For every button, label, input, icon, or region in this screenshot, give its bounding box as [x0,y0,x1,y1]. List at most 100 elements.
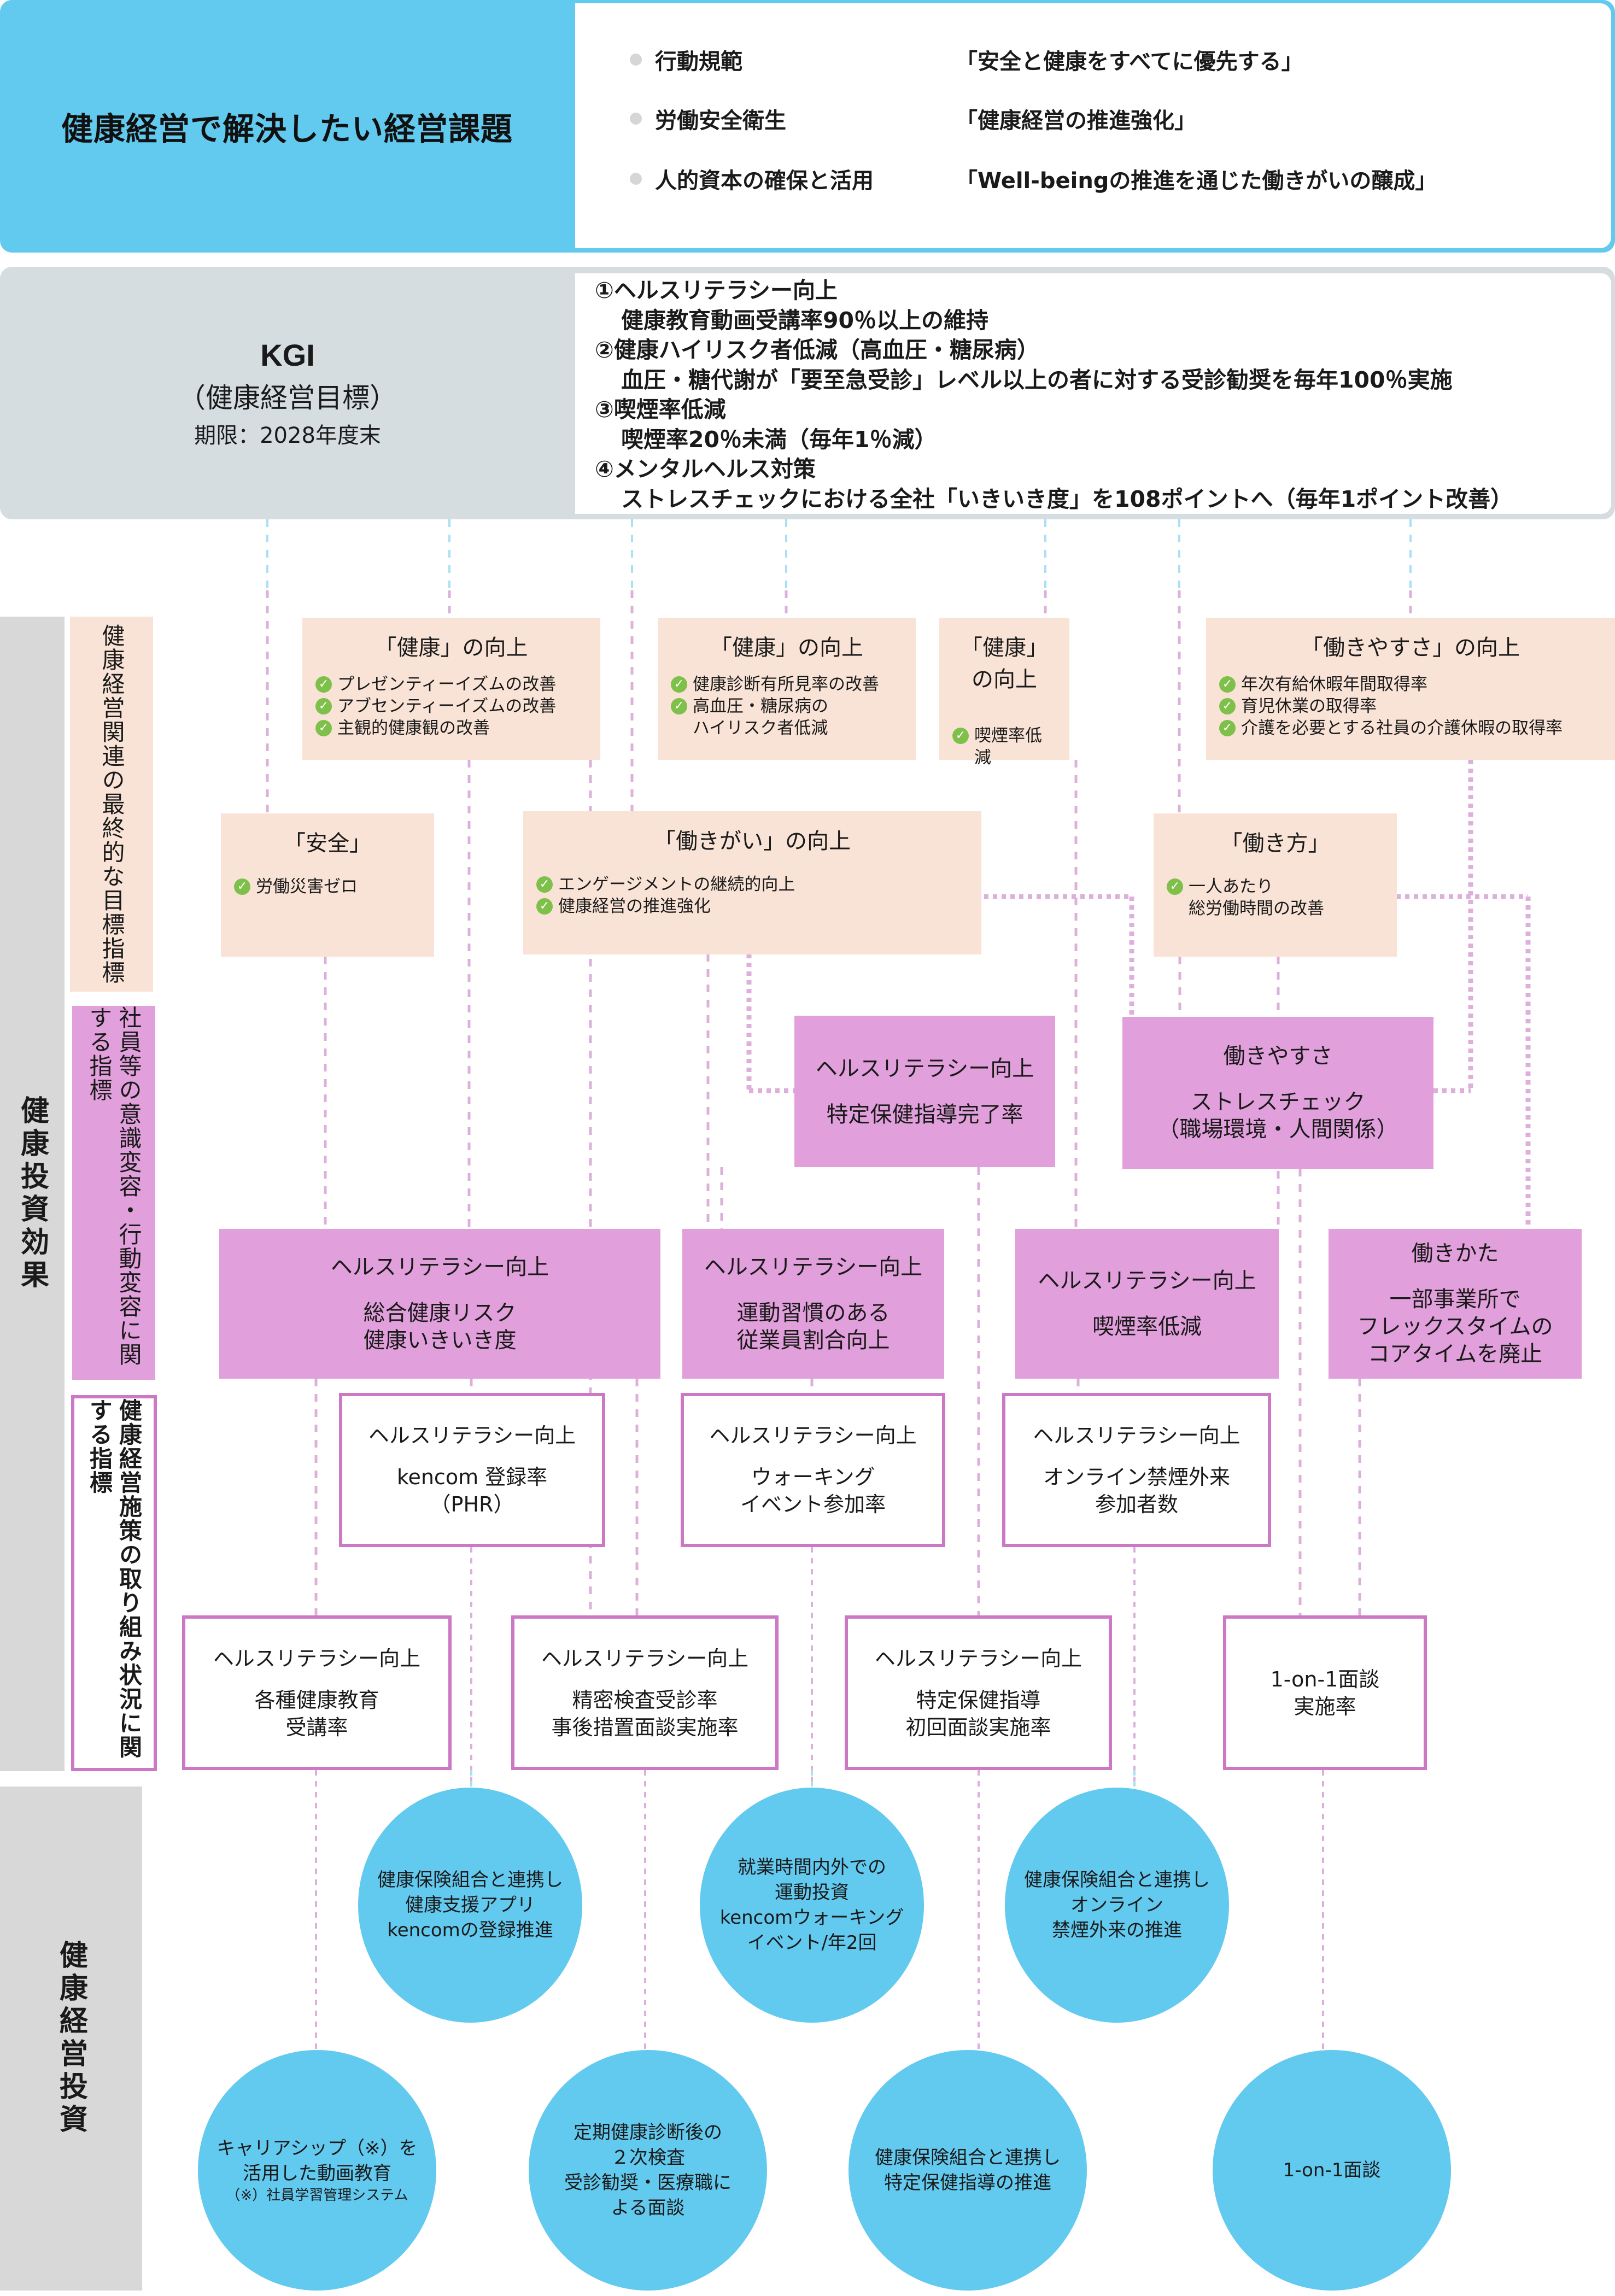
investment-text: 特定保健指導の推進 [884,2172,1051,2194]
side-label-effect: 健康投資効果 [0,617,65,1771]
investment-text: 1-on-1面談 [1283,2159,1381,2181]
checklist-item: ✓高血圧・糖尿病の ハイリスク者低減 [671,695,903,739]
initiative-indicator-box: ヘルスリテラシー向上各種健康教育受講率 [182,1615,452,1770]
policy-row: 人的資本の確保と活用 「Well-beingの推進を通じた働きがいの醸成」 [630,163,1437,195]
indicator-body: （職場環境・人間関係） [1157,1117,1399,1142]
check-icon: ✓ [1219,698,1236,714]
indicator-title: ヘルスリテラシー向上 [704,1255,923,1280]
investment-note: （※）社員学習管理システム [226,2187,408,2204]
checklist-item: ✓一人あたり 総労働時間の改善 [1167,876,1384,919]
check-icon: ✓ [536,876,553,893]
investment-text: イベント/年2回 [747,1932,877,1954]
initiative-indicator-box: ヘルスリテラシー向上ウォーキングイベント参加率 [681,1393,945,1547]
kgi-goal: ①ヘルスリテラシー向上健康教育動画受講率90％以上の維持 [595,276,1611,335]
check-icon: ✓ [671,676,687,693]
kgi-goals: ①ヘルスリテラシー向上健康教育動画受講率90％以上の維持 ②健康ハイリスク者低減… [575,273,1611,514]
outcome-box: 「健康」の向上✓喫煙率低減 [939,618,1069,768]
policy-name: 行動規範 [655,49,742,74]
investment-text: オンライン [1070,1894,1163,1916]
indicator-body: イベント参加率 [740,1492,886,1516]
indicator-body: 参加者数 [1095,1492,1178,1516]
checklist: ✓ プレゼンティーイズムの改善 ✓ アブセンティーイズムの改善 ✓ 主観的健康観の改善 [315,673,587,739]
checklist-item: ✓ プレゼンティーイズムの改善 [315,673,587,695]
investment-text: 活用した動画教育 [243,2163,391,2184]
indicator-body: 特定保健指導 [916,1688,1041,1712]
indicator-body: フレックスタイムの [1357,1314,1553,1339]
indicator-body: 1-on-1面談 [1270,1667,1380,1691]
investment-circle: 健康保険組合と連携しオンライン禁煙外来の推進 [1005,1788,1229,2023]
kgi-title: KGI [260,337,315,372]
investment-text: 健康保険組合と連携し [1024,1869,1210,1891]
checklist-item-text: 年次有給休暇年間取得率 [1241,675,1427,694]
kgi-goal-detail: 健康教育動画受講率90％以上の維持 [621,307,989,333]
side-label-initiative-indicators: 健康経営施策の取り組み状況に関する指標 [71,1395,157,1771]
kgi-goal: ④メンタルヘルス対策ストレスチェックにおける全社「いきいき度」を108ポイントへ… [595,454,1611,514]
check-icon: ✓ [234,878,250,895]
outcome-box: 「健康」の向上✓健康診断有所見率の改善✓高血圧・糖尿病の ハイリスク者低減 [658,618,916,760]
behavior-indicator-box: ヘルスリテラシー向上喫煙率低減 [1015,1229,1279,1379]
checklist-item: ✓介護を必要とする社員の介護休暇の取得率 [1219,717,1602,739]
checklist-item-text: 労働災害ゼロ [256,877,358,897]
indicator-body: 総合健康リスク [363,1301,517,1326]
investment-text: 運動投資 [775,1882,849,1903]
checklist-item: ✓エンゲージメントの継続的向上 [536,874,968,895]
indicator-body: （PHR） [430,1492,514,1516]
investment-text: 就業時間内外での [738,1856,886,1878]
checklist-item-text: 主観的健康観の改善 [337,718,490,738]
outcome-box: 「安全」 ✓ 労働災害ゼロ [221,813,434,957]
outcome-box: 「働きがい」の向上✓エンゲージメントの継続的向上✓健康経営の推進強化 [523,811,981,954]
investment-text: ２次検査 [611,2147,685,2169]
kgi-goal-heading: ④メンタルヘルス対策 [595,456,816,482]
checklist-item-text: プレゼンティーイズムの改善 [337,675,557,694]
indicator-body: 実施率 [1294,1694,1356,1719]
checklist-item-text: アブセンティーイズムの改善 [337,696,557,716]
policy-row: 行動規範 「安全と健康をすべてに優先する」 [630,44,1303,75]
investment-text: kencomウォーキング [719,1907,904,1929]
bullet-icon [630,54,642,66]
outcome-title: 「働きやすさ」の向上 [1301,635,1520,660]
indicator-body: 初回面談実施率 [905,1715,1051,1739]
investment-circle: 1-on-1面談 [1213,2050,1451,2291]
kgi-goal: ③喫煙率低減喫煙率20％未満（毎年1％減） [595,395,1611,454]
indicator-title: ヘルスリテラシー向上 [815,1056,1034,1081]
checklist-item: ✓年次有給休暇年間取得率 [1219,673,1602,695]
checklist: ✓一人あたり 総労働時間の改善 [1167,876,1384,919]
indicator-body: 喫煙率低減 [1092,1314,1202,1339]
checklist-item: ✓健康経営の推進強化 [536,895,968,917]
kgi-subtitle: （健康経営目標） [178,382,397,414]
checklist: ✓ 労働災害ゼロ [234,876,421,898]
kgi-goal-detail: ストレスチェックにおける全社「いきいき度」を108ポイントへ（毎年1ポイント改善… [621,485,1513,512]
indicator-body: 一部事業所で [1389,1287,1521,1312]
behavior-indicator-box: ヘルスリテラシー向上特定保健指導完了率 [794,1016,1055,1167]
kgi-goal: ②健康ハイリスク者低減（高血圧・糖尿病） 血圧・糖代謝が「要至急受診」レベル以上の… [595,335,1611,395]
indicator-body: ストレスチェック [1190,1090,1366,1115]
indicator-body: kencom 登録率 [396,1465,548,1489]
checklist-item-text: 一人あたり 総労働時間の改善 [1189,877,1324,918]
side-label-text: 健康経営関連の最終的な目標指標 [98,624,125,985]
initiative-indicator-box: ヘルスリテラシー向上精密検査受診率事後措置面談実施率 [511,1615,779,1770]
check-icon: ✓ [315,698,332,714]
side-label-final-indicators: 健康経営関連の最終的な目標指標 [70,617,153,992]
check-icon: ✓ [315,720,332,736]
side-label-investment: 健康経営投資 [0,1787,142,2291]
indicator-body: 事後措置面談実施率 [551,1715,739,1739]
check-icon: ✓ [536,898,553,915]
side-label-text: 社員等の意識変容・行動変容に関する指標 [86,1006,142,1367]
investment-circle: キャリアシップ（※）を活用した動画教育（※）社員学習管理システム [198,2050,436,2291]
header-title-text: 健康経営で解決したい経営課題 [61,110,513,148]
investment-text: 禁煙外来の推進 [1052,1919,1182,1941]
indicator-body: 従業員割合向上 [736,1328,890,1353]
outcome-box: 「健康」の向上✓プレゼンティーイズムの改善✓アブセンティーイズムの改善✓主観的健… [302,618,600,760]
indicator-title: ヘルスリテラシー向上 [1038,1268,1256,1293]
indicator-title: ヘルスリテラシー向上 [213,1646,421,1671]
outcome-title: 「安全」 [284,831,371,856]
behavior-indicator-box: ヘルスリテラシー向上総合健康リスク健康いきいき度 [219,1229,660,1379]
policy-name: 労働安全衛生 [655,108,786,133]
check-icon: ✓ [315,676,332,693]
indicator-body: 受講率 [285,1715,348,1739]
kgi-goal-detail: 血圧・糖代謝が「要至急受診」レベル以上の者に対する受診勧奨を毎年100％実施 [621,366,1453,393]
indicator-body: ウォーキング [751,1465,875,1489]
kgi-goal-heading: ②健康ハイリスク者低減（高血圧・糖尿病） [595,337,1039,363]
initiative-indicator-box: 1-on-1面談実施率 [1223,1615,1427,1770]
